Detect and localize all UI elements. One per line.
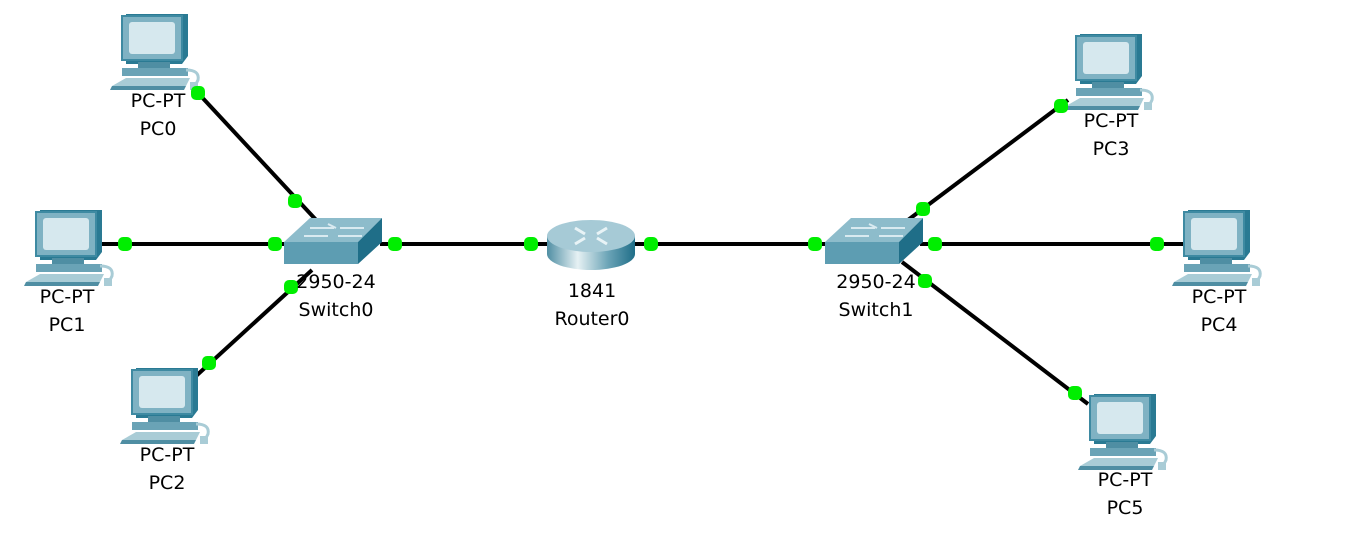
pc4-icon[interactable]	[1170, 208, 1262, 288]
pc0-icon[interactable]	[108, 12, 200, 92]
pc5-label: PC-PT PC5	[1055, 466, 1195, 522]
switch0-icon[interactable]	[283, 217, 383, 265]
pc2-name: PC2	[148, 472, 186, 494]
pc3-model: PC-PT	[1083, 110, 1139, 132]
pc0-name: PC0	[139, 118, 177, 140]
switch0-name: Switch0	[298, 299, 374, 321]
link-switch1-pc3[interactable]	[906, 98, 1070, 222]
pc4-model: PC-PT	[1191, 286, 1247, 308]
pc5-model: PC-PT	[1097, 469, 1153, 491]
switch0-label: 2950-24 Switch0	[266, 268, 406, 324]
port-light-pc5	[1068, 386, 1082, 400]
port-light-pc0	[191, 86, 205, 100]
pc4-name: PC4	[1200, 314, 1238, 336]
router0-icon[interactable]	[545, 218, 637, 272]
port-light-pc1	[118, 237, 132, 251]
switch0-model: 2950-24	[296, 271, 376, 293]
port-light-switch0-router0	[388, 237, 402, 251]
router0-model: 1841	[567, 280, 617, 302]
switch1-model: 2950-24	[836, 271, 916, 293]
port-light-switch0-pc1	[268, 237, 282, 251]
port-light-switch0-pc0	[288, 194, 302, 208]
port-light-switch1-router0	[808, 237, 822, 251]
switch1-icon[interactable]	[824, 217, 924, 265]
port-light-pc2	[202, 356, 216, 370]
links-layer	[92, 91, 1184, 406]
port-light-pc3	[1054, 99, 1068, 113]
pc0-model: PC-PT	[130, 90, 186, 112]
pc3-icon[interactable]	[1062, 32, 1154, 112]
pc5-icon[interactable]	[1076, 392, 1168, 472]
router0-name: Router0	[554, 308, 630, 330]
pc1-label: PC-PT PC1	[0, 283, 137, 339]
pc2-model: PC-PT	[139, 444, 195, 466]
pc2-icon[interactable]	[118, 366, 210, 446]
switch1-name: Switch1	[838, 299, 914, 321]
switch1-label: 2950-24 Switch1	[806, 268, 946, 324]
pc1-icon[interactable]	[22, 208, 114, 288]
pc0-label: PC-PT PC0	[88, 87, 228, 143]
port-light-switch1-pc5	[918, 274, 932, 288]
port-light-router0-switch1	[644, 237, 658, 251]
pc1-name: PC1	[48, 314, 86, 336]
pc4-label: PC-PT PC4	[1149, 283, 1289, 339]
pc1-model: PC-PT	[39, 286, 95, 308]
pc5-name: PC5	[1106, 497, 1144, 519]
port-light-switch1-pc4	[928, 237, 942, 251]
port-light-pc4	[1150, 237, 1164, 251]
port-light-switch1-pc3	[916, 202, 930, 216]
port-light-switch0-pc2	[284, 280, 298, 294]
pc2-label: PC-PT PC2	[97, 441, 237, 497]
pc3-name: PC3	[1092, 138, 1130, 160]
port-light-router0-switch0	[524, 237, 538, 251]
port-lights	[118, 86, 1164, 400]
link-switch1-pc5[interactable]	[900, 260, 1090, 406]
router0-label: 1841 Router0	[522, 277, 662, 333]
pc3-label: PC-PT PC3	[1041, 107, 1181, 163]
